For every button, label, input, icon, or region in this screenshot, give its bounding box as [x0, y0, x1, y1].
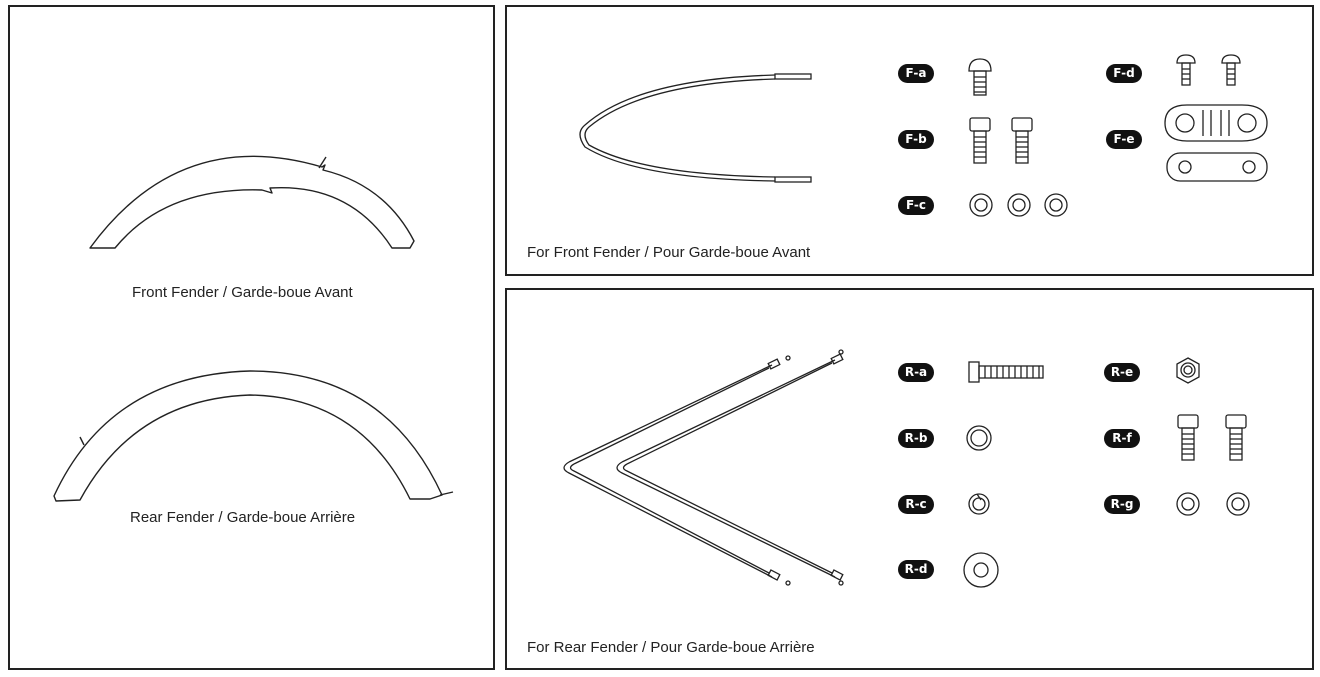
ra-bolt-drawing [968, 361, 1044, 383]
front-hardware-panel: F-a F-b F-c F-d F-e For Front Fender / P… [505, 5, 1314, 276]
badge-re: R-e [1104, 363, 1140, 382]
front-fender-drawing [89, 155, 415, 249]
badge-rd: R-d [898, 560, 934, 579]
front-stay-drawing [579, 73, 812, 183]
rc-lock-washer-drawing [968, 493, 990, 515]
rear-kit-caption: For Rear Fender / Pour Garde-boue Arrièr… [527, 639, 815, 656]
badge-fc: F-c [898, 196, 934, 215]
fb-bolts-drawing [969, 117, 1033, 164]
rear-fender-drawing [53, 370, 443, 502]
rf-bolts-drawing [1177, 414, 1247, 461]
badge-rc: R-c [898, 495, 934, 514]
badge-fe: F-e [1106, 130, 1142, 149]
fa-screw-drawing [968, 58, 992, 96]
rb-washer-drawing [966, 425, 992, 451]
fd-screws-drawing [1176, 54, 1241, 86]
badge-fa: F-a [898, 64, 934, 83]
badge-ra: R-a [898, 363, 934, 382]
fenders-illustration [53, 155, 454, 502]
badge-rb: R-b [898, 429, 934, 448]
front-kit-caption: For Front Fender / Pour Garde-boue Avant [527, 244, 811, 261]
badge-fd: F-d [1106, 64, 1142, 83]
rg-washers-drawing [1176, 492, 1250, 516]
rear-fender-label: Rear Fender / Garde-boue Arrière [130, 509, 356, 526]
badge-fb: F-b [898, 130, 934, 149]
rear-hardware-illustration [563, 349, 1250, 588]
fenders-panel: Front Fender / Garde-boue Avant Rear Fen… [8, 5, 495, 670]
front-fender-label: Front Fender / Garde-boue Avant [132, 284, 353, 301]
fe-brackets-drawing [1164, 104, 1268, 182]
rear-stays-drawing [563, 349, 844, 586]
badge-rg: R-g [1104, 495, 1140, 514]
rd-large-washer-drawing [963, 552, 999, 588]
re-nut-drawing [1176, 357, 1200, 384]
rear-hardware-panel: R-a R-b R-c R-d R-e R-f R-g For Rear Fen… [505, 288, 1314, 670]
fc-washers-drawing [969, 193, 1068, 217]
front-hardware-illustration [579, 54, 1268, 217]
badge-rf: R-f [1104, 429, 1140, 448]
